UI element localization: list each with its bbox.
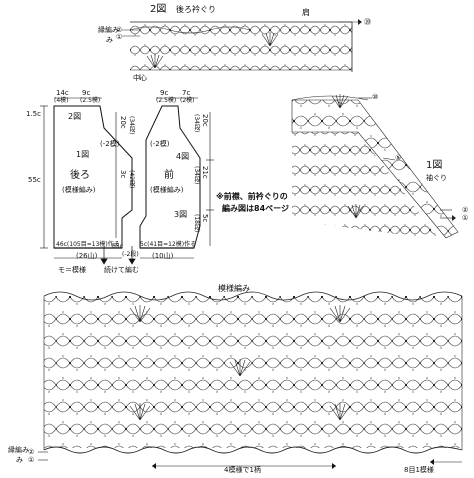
ref-fig3: 3図 — [174, 210, 188, 219]
front-piece-outline — [139, 105, 201, 249]
ref-fig2: 2図 — [68, 112, 82, 121]
mid-dim-2: 3c — [119, 170, 127, 179]
ref-fig1: 1図 — [76, 150, 90, 159]
main-row-num-1: ① — [28, 456, 35, 464]
main-row-label-1: 縁編み — [8, 446, 29, 454]
fig2-title: 2図 — [150, 4, 167, 15]
fig1-subtitle: 袖ぐり — [426, 174, 447, 182]
right-dim-2: 21c — [201, 166, 209, 179]
right-dim-1: 20c — [201, 114, 209, 127]
back-neck-width-mod: (2.5模) — [80, 97, 101, 104]
fan-motif-d — [129, 403, 151, 421]
left-dim-length: 55c — [28, 176, 41, 184]
repeat-label: 4模様で1柄 — [224, 466, 261, 474]
fig1-row-num-1: ① — [462, 214, 469, 222]
fan-motif-b — [329, 305, 351, 323]
right-dim-1-rows: (34段) — [193, 114, 200, 133]
mid-bottom-rows: (-2段) — [122, 251, 139, 258]
back-piece-outline — [53, 105, 133, 249]
fig2-center-label: 中心 — [133, 74, 147, 82]
fan-motif-e — [329, 403, 351, 421]
mid-dim-2-rows: (42段) — [128, 170, 135, 189]
fig2-fan-motif — [146, 54, 164, 69]
front-neck-width-mod: (2模) — [180, 97, 195, 104]
fig2-row-label-1: 縁編み — [98, 26, 119, 34]
seam-arrows — [100, 246, 136, 265]
front-bottom-dim: 5c(41目=12模)作る — [140, 241, 197, 248]
fig1-row-num-10: ⑩ — [372, 93, 379, 101]
fig2-row-num-20: ⑳ — [364, 18, 371, 26]
mid-dim-1-rows: (34段) — [128, 116, 135, 135]
back-pattern-label: (模様編み) — [62, 186, 96, 194]
fig2-row-num-1: ① — [116, 33, 123, 41]
back-top-width-mod: (4模) — [54, 97, 69, 104]
shoulder-label: 肩 — [302, 8, 310, 17]
back-piece-label: 後ろ — [70, 170, 90, 181]
mid-dim-1: 20c — [119, 116, 127, 129]
front-bottom-peaks: (10山) — [152, 252, 174, 260]
ref-fig4: 4図 — [176, 152, 190, 161]
back-bottom-peaks: (26山) — [76, 252, 98, 260]
fig1-chart — [291, 94, 459, 240]
note-line-1: ※前襟、前衿ぐりの — [216, 192, 288, 201]
fig2-row-label-2: み — [106, 36, 113, 44]
front-piece-label: 前 — [164, 170, 174, 181]
fig1-fan-motif — [331, 94, 349, 109]
start-label: 8目1模様 — [404, 466, 434, 474]
fig2-fan-motif-2 — [261, 32, 279, 47]
note-line-2: 編み図は84ページ — [222, 204, 289, 213]
main-row-num-2: ② — [28, 448, 35, 456]
fig2-chart — [122, 19, 362, 80]
fig1-fan-motif-2 — [347, 204, 365, 219]
back-neck-width: 9c — [82, 89, 91, 97]
fig1-title: 1図 — [426, 160, 443, 171]
front-top-width: 9c — [160, 89, 169, 97]
main-lace-chart — [38, 291, 463, 469]
back-bottom-dim: 46c(105目=13模)作る — [56, 241, 120, 248]
front-pattern-label: (模様編み) — [150, 186, 184, 194]
right-dim-3: 5c — [201, 214, 209, 223]
fan-motif-a — [129, 305, 151, 323]
main-row-label-2: み — [16, 456, 23, 464]
seam-note: 続けて編む — [104, 266, 139, 274]
front-neck-width: 7c — [182, 89, 191, 97]
fig2-row-num-2: ② — [116, 26, 123, 34]
dec-mark-front: (-2模) — [150, 140, 170, 148]
fig2-subtitle: 後ろ衿ぐり — [176, 5, 216, 14]
back-top-width: 14c — [56, 89, 69, 97]
right-dim-2-rows: (34段) — [193, 166, 200, 185]
legend-note: モ＝模様 — [58, 266, 86, 274]
left-dim-top: 1.5c — [26, 110, 41, 118]
front-top-width-mod: (2.5模) — [156, 97, 177, 104]
mid-bottom-dim: 65c — [112, 243, 123, 250]
dimension-lines — [40, 97, 214, 259]
fig1-row-num-5: ⑤ — [395, 154, 402, 162]
fig1-row-num-2: ② — [462, 206, 469, 214]
right-dim-3-rows: (18段) — [193, 214, 200, 233]
main-chart-title: 模様編み — [218, 284, 250, 293]
fan-motif-c — [229, 359, 251, 377]
dec-mark-back: (-2模) — [100, 140, 120, 148]
